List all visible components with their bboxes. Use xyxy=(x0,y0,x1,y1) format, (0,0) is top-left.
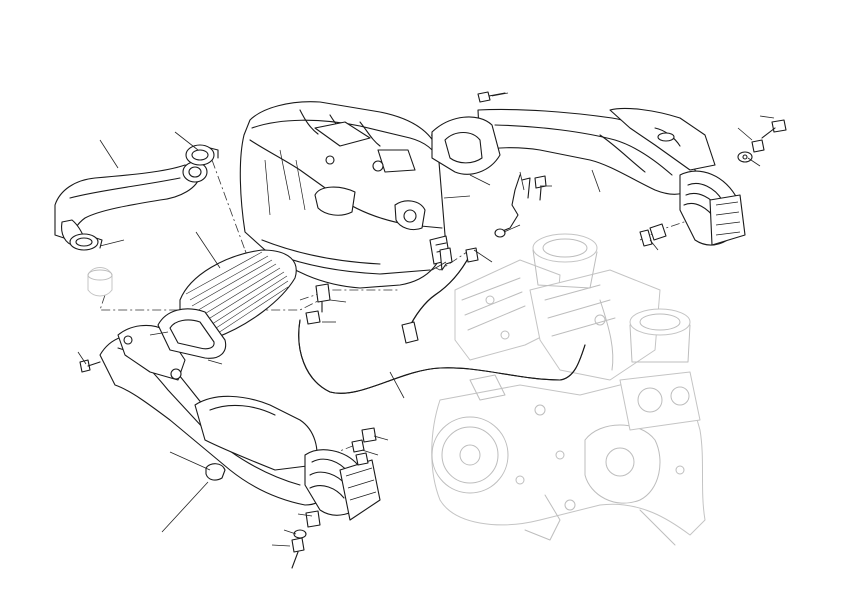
nut-stud xyxy=(305,310,321,325)
bolt-clip xyxy=(534,175,547,201)
left-intake-duct xyxy=(99,324,381,521)
nut-right-small xyxy=(639,223,667,247)
clip-nut-bottom xyxy=(361,427,377,443)
hose-clamp-bottom xyxy=(69,233,103,251)
bolt-bottom-pair xyxy=(351,439,369,466)
nut-washer-right xyxy=(737,139,765,163)
bracket-small xyxy=(439,247,453,271)
bolt-top-center xyxy=(477,91,506,103)
hose-clip-bottom xyxy=(205,463,226,481)
washer-small xyxy=(494,228,506,238)
nut-bottom xyxy=(305,510,321,528)
filter-seal-frame xyxy=(157,308,227,359)
right-intake-duct xyxy=(431,107,746,246)
hose-clamp-top xyxy=(185,144,219,166)
bolt-bottom-long xyxy=(291,537,305,569)
bolt-top-right xyxy=(761,119,787,139)
rubber-grommet-ghost xyxy=(87,267,113,297)
spring-clip xyxy=(499,174,531,233)
leader-lines xyxy=(77,92,775,547)
breather-hose xyxy=(298,319,586,394)
fitting-stud xyxy=(315,283,331,313)
screw-left xyxy=(79,359,101,373)
engine-ghost-outline xyxy=(431,233,706,546)
left-hose-elbow xyxy=(54,161,208,247)
vent-tube-with-connector xyxy=(401,247,479,344)
airbox-assembly xyxy=(239,101,451,289)
